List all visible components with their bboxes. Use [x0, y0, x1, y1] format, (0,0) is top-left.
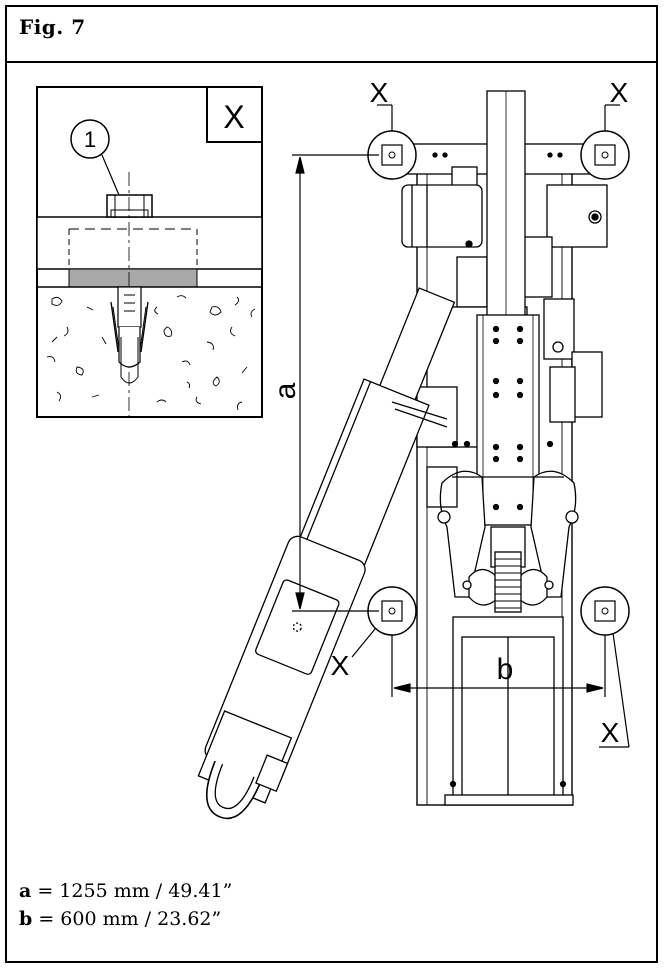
legend-value-a: = 1255 mm / 49.41”: [31, 880, 233, 902]
detail-title-box: [206, 86, 263, 143]
figure-header: Fig. 7: [7, 7, 656, 63]
anchor-marker-top-right: [580, 104, 630, 180]
column-carriage: [476, 314, 540, 526]
bolt-head: [106, 194, 153, 218]
legend-var-a: a: [19, 880, 32, 902]
marker-label-bottom-left: X: [331, 650, 350, 681]
shim: [68, 268, 198, 288]
detail-x-view: X: [36, 86, 263, 418]
callout-1-label: 1: [84, 127, 96, 152]
callout-1-leader: [101, 154, 120, 196]
motor-left: [401, 184, 483, 248]
legend-row-b: b = 600 mm / 23.62”: [19, 905, 232, 933]
dimension-a-label: a: [269, 382, 302, 399]
concrete-texture: [46, 295, 256, 411]
anchor-markers: [351, 104, 630, 748]
anchor-bolt: [110, 286, 149, 384]
anchor-marker-bottom-right: [580, 586, 630, 748]
figure-title: Fig. 7: [19, 15, 86, 39]
anchor-marker-bottom-left: [351, 586, 417, 658]
callout-1: [70, 119, 110, 159]
dimension-b: [391, 635, 606, 697]
anchor-marker-top-left: [367, 104, 417, 180]
legend-row-a: a = 1255 mm / 49.41”: [19, 877, 232, 905]
dimension-a: [292, 154, 379, 612]
figure-frame: Fig. 7 X: [5, 5, 658, 963]
base-plate: [36, 216, 263, 270]
legend-value-b: = 600 mm / 23.62”: [32, 908, 222, 930]
technical-drawing: X: [36, 77, 630, 820]
marker-label-top-left: X: [370, 77, 389, 108]
dimension-b-label: b: [497, 653, 514, 686]
legend-var-b: b: [19, 908, 33, 930]
dimension-legend: a = 1255 mm / 49.41” b = 600 mm / 23.62”: [19, 877, 232, 933]
marker-label-top-right: X: [610, 77, 629, 108]
machine-top-view: [197, 90, 608, 820]
marker-label-bottom-right: X: [601, 717, 620, 748]
detail-title: X: [223, 99, 244, 135]
